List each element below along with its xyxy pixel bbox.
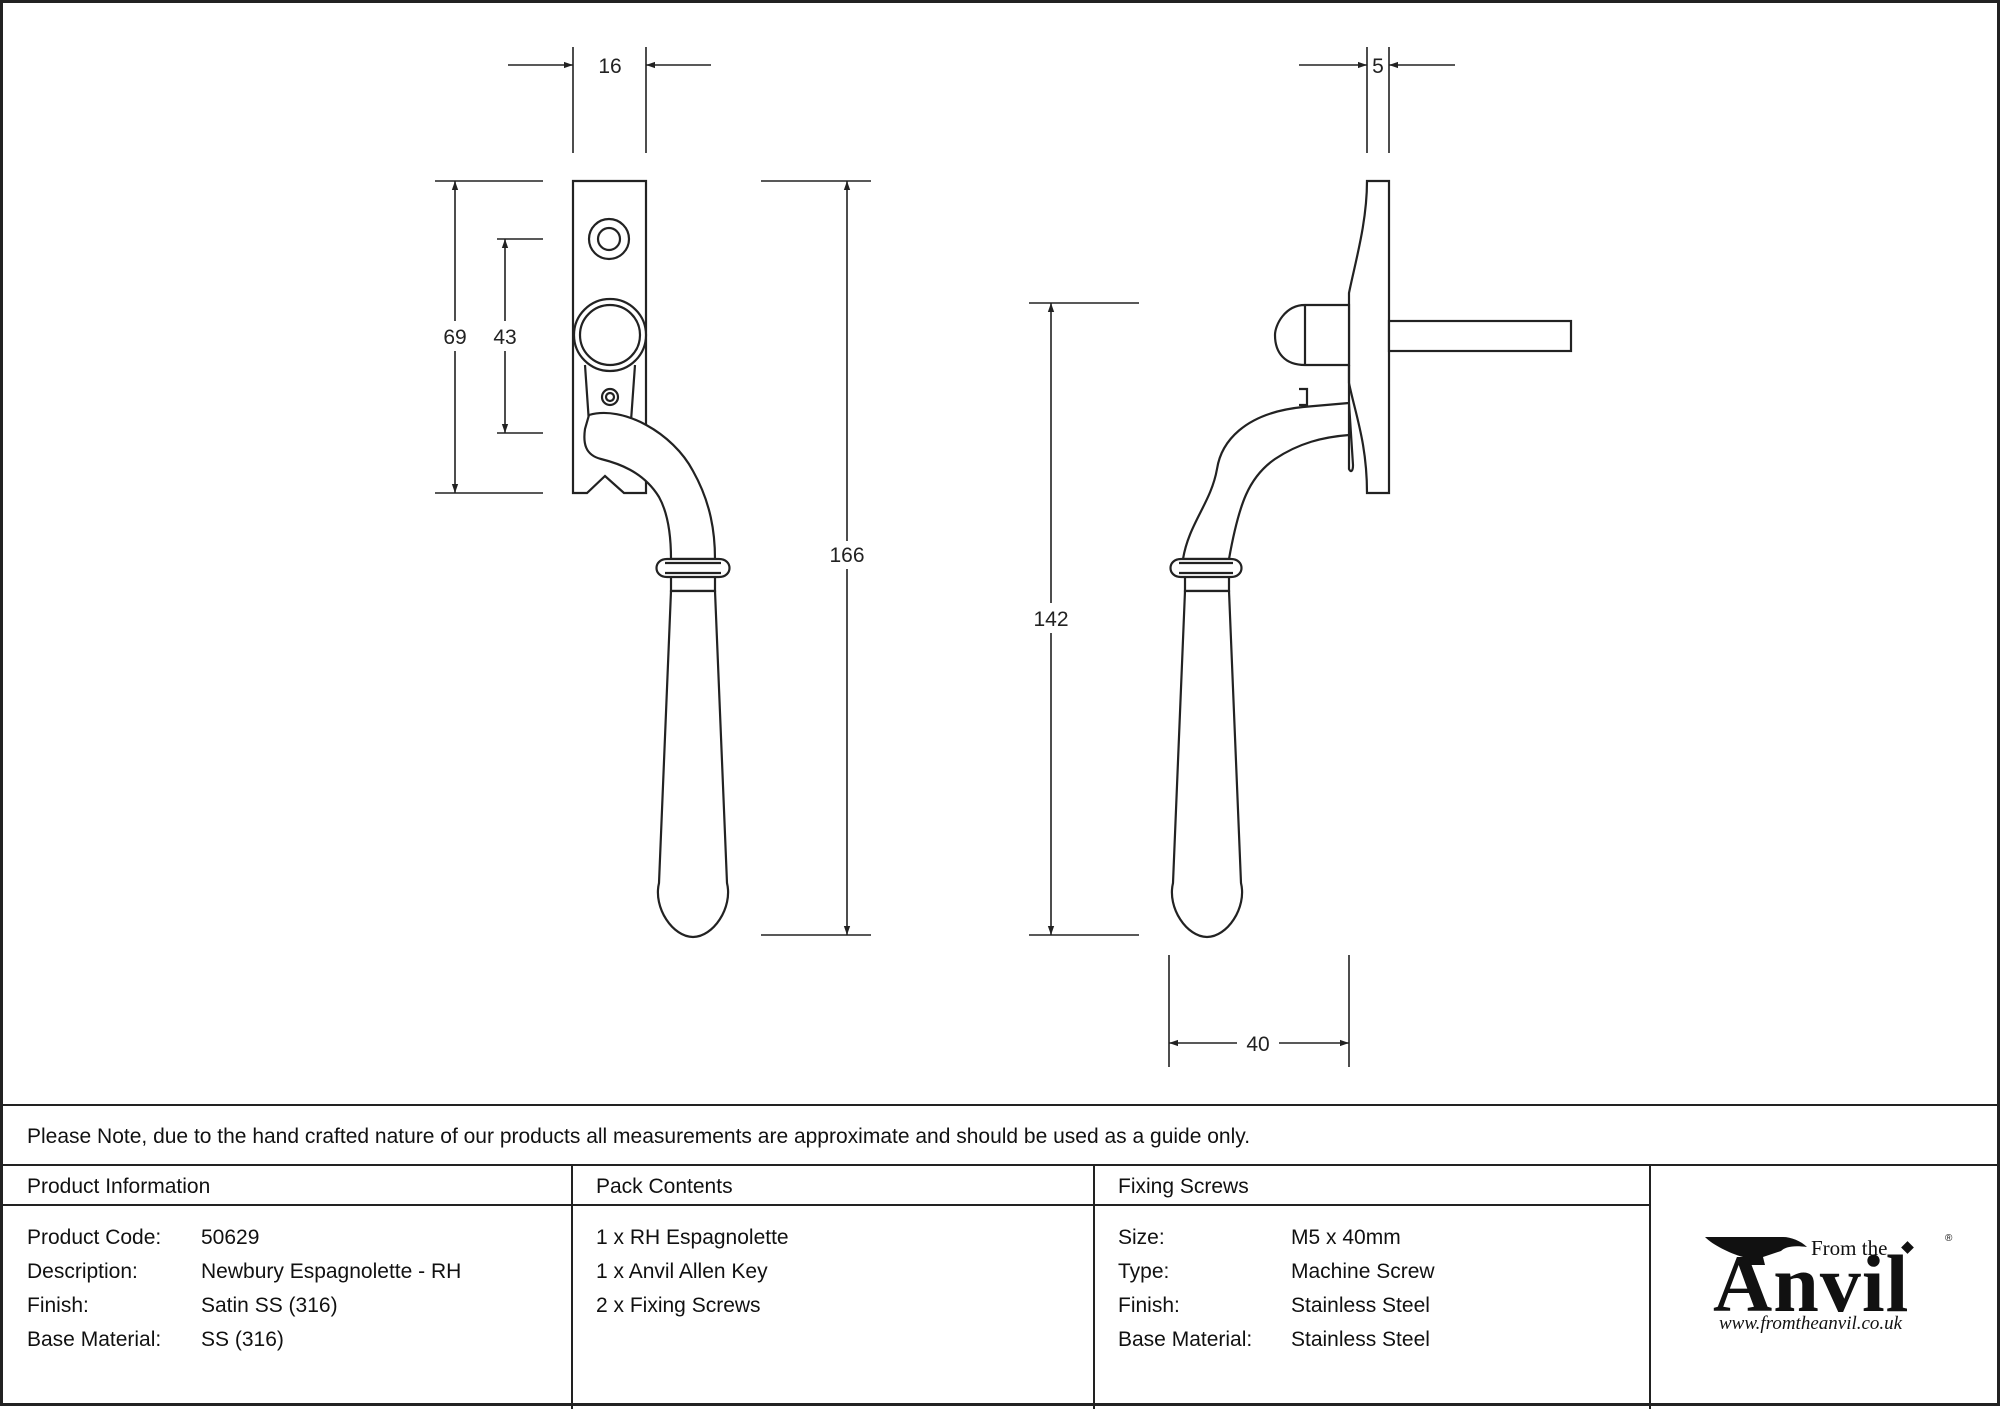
- front-grub-screw-outer: [600, 387, 620, 407]
- dim-handle-length: 142: [1033, 608, 1068, 631]
- screw-finish-value: Stainless Steel: [1291, 1294, 1430, 1317]
- front-collar: [655, 557, 731, 593]
- front-neck: [583, 364, 637, 424]
- dimension-labels: 16 5 69 43 166 142 40: [443, 55, 1384, 1056]
- logo-brand-name: Anvil: [1713, 1238, 1910, 1329]
- side-grub-bump: [1299, 387, 1309, 407]
- column-divider-3: [1649, 1164, 1651, 1409]
- finish-value: Satin SS (316): [201, 1294, 338, 1317]
- table-divider-top: [3, 1164, 1997, 1166]
- product-code-value: 50629: [201, 1226, 260, 1249]
- dim-plate-width: 16: [598, 55, 621, 78]
- front-spindle-boss-outer: [572, 297, 648, 373]
- technical-drawing: 16 5 69 43 166 142 40: [435, 47, 1573, 1067]
- screw-size-label: Size:: [1118, 1226, 1165, 1249]
- base-material-label: Base Material:: [27, 1328, 162, 1351]
- fixing-screws-heading: Fixing Screws: [1118, 1175, 1249, 1198]
- finish-label: Finish:: [27, 1294, 89, 1317]
- front-grub-screw-inner: [604, 391, 616, 403]
- table-header-divider: [3, 1204, 1649, 1206]
- description-value: Newbury Espagnolette - RH: [201, 1260, 462, 1283]
- dim-spindle-to-hole: 43: [493, 326, 516, 349]
- logo-from-the: From the: [1811, 1236, 1888, 1260]
- front-spindle-boss-inner: [578, 303, 642, 367]
- pack-item: 2 x Fixing Screws: [596, 1294, 761, 1317]
- from-the-anvil-logo: From the ® Anvil www.fromtheanvil.co.uk: [1703, 1231, 1963, 1341]
- dimension-lines: [435, 47, 1455, 1067]
- base-material-value: SS (316): [201, 1328, 284, 1351]
- logo-website: www.fromtheanvil.co.uk: [1719, 1313, 1903, 1334]
- pack-contents-heading: Pack Contents: [596, 1175, 733, 1198]
- column-divider-2: [1093, 1164, 1095, 1409]
- screw-type-value: Machine Screw: [1291, 1260, 1435, 1283]
- front-handle-arm: [583, 411, 717, 561]
- product-code-label: Product Code:: [27, 1226, 162, 1249]
- pack-item: 1 x RH Espagnolette: [596, 1226, 789, 1249]
- side-plate: [1347, 179, 1391, 495]
- screw-base-material-label: Base Material:: [1118, 1328, 1253, 1351]
- note-divider-top: [3, 1104, 1997, 1106]
- dim-plate-thickness: 5: [1372, 55, 1384, 78]
- dim-projection: 40: [1246, 1033, 1269, 1056]
- front-screw-hole-inner: [596, 226, 622, 252]
- side-handle-arm: [1181, 365, 1355, 561]
- product-info-heading: Product Information: [27, 1175, 211, 1198]
- side-grip: [1170, 589, 1244, 939]
- side-spindle: [1387, 319, 1573, 353]
- logo-registered-mark: ®: [1945, 1233, 1953, 1244]
- measurement-note: Please Note, due to the hand crafted nat…: [27, 1125, 1251, 1148]
- dim-plate-height: 69: [443, 326, 466, 349]
- description-label: Description:: [27, 1260, 138, 1283]
- side-view: [1169, 179, 1573, 939]
- screw-base-material-value: Stainless Steel: [1291, 1328, 1430, 1351]
- screw-type-label: Type:: [1118, 1260, 1170, 1283]
- front-view: [571, 179, 731, 939]
- screw-finish-label: Finish:: [1118, 1294, 1180, 1317]
- pack-item: 1 x Anvil Allen Key: [596, 1260, 768, 1283]
- front-screw-hole-outer: [587, 217, 631, 261]
- front-grip: [656, 589, 730, 939]
- anvil-icon: [1705, 1237, 1807, 1265]
- column-divider-1: [571, 1164, 573, 1409]
- side-boss-cap: [1273, 303, 1351, 367]
- screw-size-value: M5 x 40mm: [1291, 1226, 1401, 1249]
- side-collar: [1169, 557, 1243, 593]
- dim-overall-length: 166: [829, 544, 864, 567]
